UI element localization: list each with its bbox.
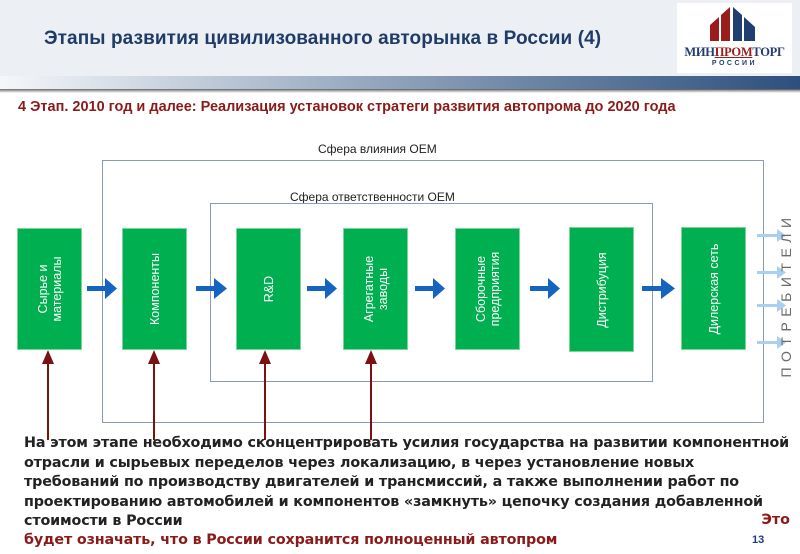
chain-box-label: Сырье и материалы (35, 256, 64, 322)
chain-box-assembly-plants: Сборочные предприятия (455, 228, 520, 350)
logo-subtitle: РОССИИ (711, 60, 758, 67)
chain-box-label: Компоненты (147, 252, 162, 326)
logo-text-right: ТОРГ (752, 45, 785, 59)
minpromtorg-logo: МИНПРОМТОРГ РОССИИ (677, 3, 792, 73)
body-line: На этом этапе необходимо сконцентрироват… (24, 435, 789, 451)
outer-zone-oem-influence (102, 160, 764, 423)
logo-text-left: МИН (684, 45, 715, 59)
logo-building-icon (710, 7, 755, 41)
logo-text-mid: ПРОМ (714, 45, 753, 59)
body-line: требований по производству двигателей и … (24, 474, 739, 490)
chain-box-aggregate-plants: Агрегатные заводы (343, 228, 408, 350)
chain-box-label: Сборочные предприятия (473, 251, 502, 327)
support-arrow-icon (42, 350, 54, 440)
outer-zone-label: Сфера влияния ОЕМ (318, 142, 437, 156)
inner-zone-oem-responsibility (210, 203, 653, 382)
body-line: проектированию автомобилей и компонентов… (24, 493, 763, 510)
stage-heading: 4 Этап. 2010 год и далее: Реализация уст… (18, 99, 676, 115)
body-line: отрасли и сырьевых переделов через локал… (24, 454, 695, 471)
chain-box-components: Компоненты (122, 228, 187, 350)
chain-box-label: Агрегатные заводы (361, 255, 390, 323)
body-paragraph: На этом этапе необходимо сконцентрироват… (24, 434, 794, 532)
body-line: стоимости в России (24, 513, 183, 529)
chain-box-raw-materials: Сырье и материалы (17, 228, 82, 350)
chain-box-dealer-network: Дилерская сеть (681, 227, 746, 350)
conclusion-text: будет означать, что в России сохранится … (24, 532, 558, 548)
chain-box-distribution: Дистрибуция (569, 227, 634, 352)
consumers-label-text: ПОТРЕБИТЕЛИ (778, 212, 794, 378)
chain-box-label: Дилерская сеть (706, 243, 721, 334)
page-number: 13 (752, 534, 765, 546)
slide-title: Этапы развития цивилизованного авторынка… (44, 28, 602, 49)
chain-box-label: R&D (261, 275, 276, 303)
inner-zone-label: Сфера ответственности ОЕМ (290, 190, 455, 204)
conclusion-start: Это (761, 512, 790, 528)
consumers-label: ПОТРЕБИТЕЛИ (776, 195, 796, 395)
chain-box-label: Дистрибуция (594, 251, 609, 328)
support-arrow-icon (259, 350, 271, 440)
header-gradient-band (0, 76, 800, 93)
header: Этапы развития цивилизованного авторынка… (0, 0, 800, 76)
chain-box-rnd: R&D (236, 228, 301, 350)
logo-wordmark: МИНПРОМТОРГ (677, 45, 792, 60)
support-arrow-icon (365, 350, 377, 440)
support-arrow-icon (148, 350, 160, 440)
